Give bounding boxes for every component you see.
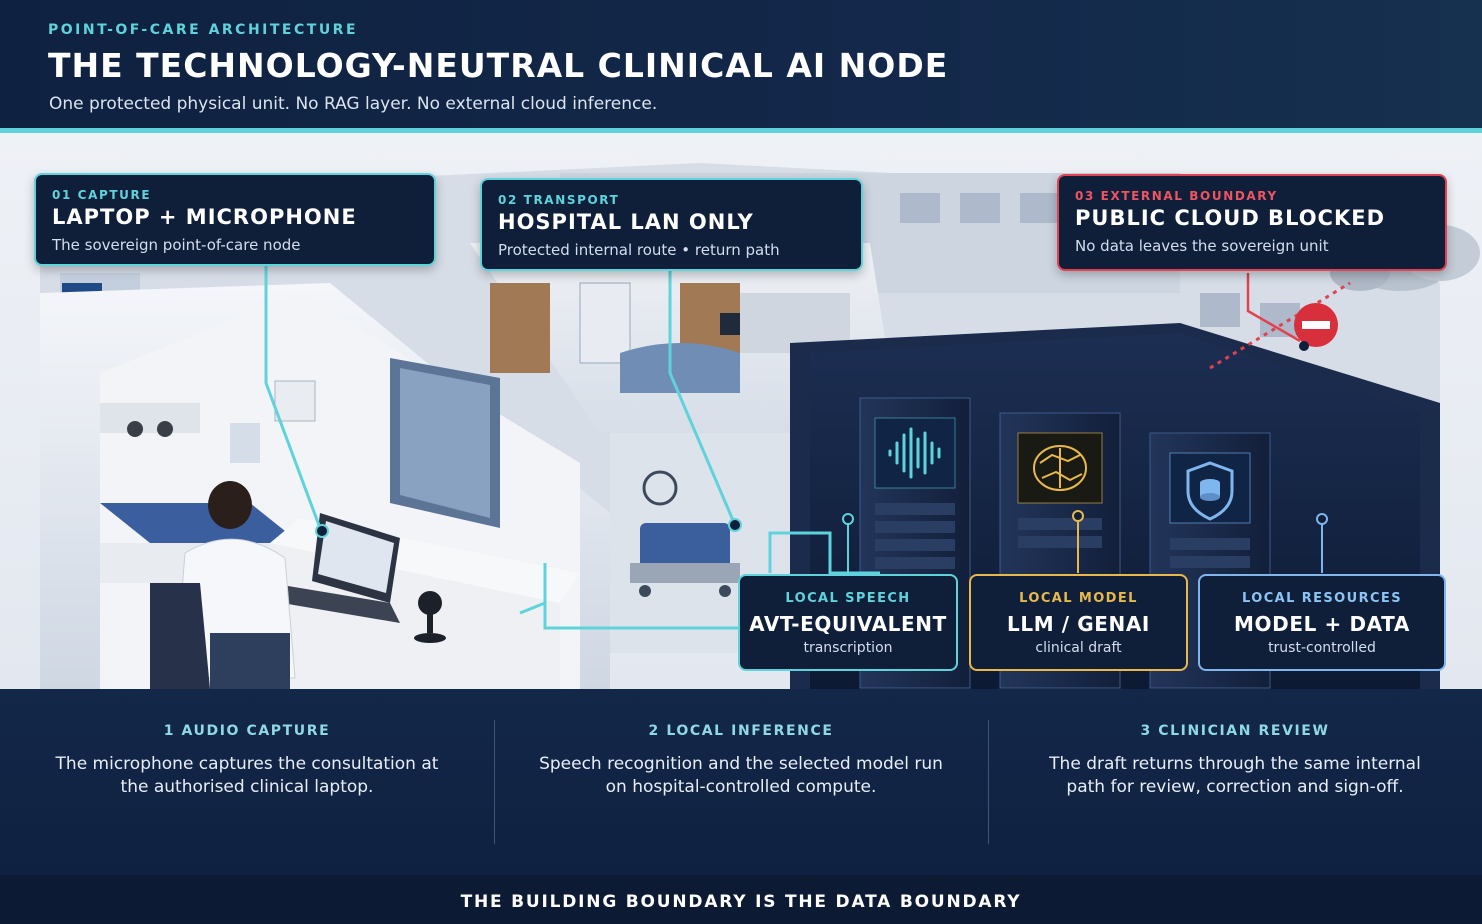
module-local-resources: LOCAL RESOURCES MODEL + DATA trust-contr… xyxy=(1198,574,1446,671)
step-title: 2 LOCAL INFERENCE xyxy=(648,723,834,739)
module-title: AVT-EQUIVALENT xyxy=(749,612,947,636)
page-subtitle: One protected physical unit. No RAG laye… xyxy=(49,94,658,114)
callout-number: 01 CAPTURE xyxy=(52,188,152,202)
eyebrow: POINT-OF-CARE ARCHITECTURE xyxy=(48,22,359,38)
step-body: The microphone captures the consultation… xyxy=(55,754,439,797)
blocked-route xyxy=(1209,281,1351,370)
step-body: Speech recognition and the selected mode… xyxy=(539,754,943,797)
step-title: 1 AUDIO CAPTURE xyxy=(163,723,331,739)
page-title: THE TECHNOLOGY-NEUTRAL CLINICAL AI NODE xyxy=(48,46,949,85)
callout-title: LAPTOP + MICROPHONE xyxy=(52,205,357,229)
module-local-speech: LOCAL SPEECH AVT-EQUIVALENT transcriptio… xyxy=(738,574,958,671)
module-label: LOCAL MODEL xyxy=(1019,591,1138,606)
callout-title: PUBLIC CLOUD BLOCKED xyxy=(1075,206,1386,230)
callout-description: The sovereign point-of-care node xyxy=(52,236,301,254)
footer-text: THE BUILDING BOUNDARY IS THE DATA BOUNDA… xyxy=(460,892,1022,912)
waveform-icon xyxy=(888,427,941,479)
consultation-room xyxy=(40,283,610,689)
header-rule xyxy=(0,128,1482,133)
step-body: The draft returns through the same inter… xyxy=(1049,754,1421,797)
neural-brain-icon xyxy=(1033,445,1087,491)
module-subtitle: clinical draft xyxy=(1035,640,1122,656)
step-title: 3 CLINICIAN REVIEW xyxy=(1140,723,1330,739)
lan-route xyxy=(264,266,880,630)
blocked-icon xyxy=(1294,303,1338,347)
module-subtitle: trust-controlled xyxy=(1268,640,1376,656)
module-local-model: LOCAL MODEL LLM / GENAI clinical draft xyxy=(969,574,1188,671)
callout-description: No data leaves the sovereign unit xyxy=(1075,237,1329,255)
step-divider xyxy=(988,720,989,844)
callout-number: 02 TRANSPORT xyxy=(498,193,620,207)
callout-transport: 02 TRANSPORT HOSPITAL LAN ONLY Protected… xyxy=(480,178,863,271)
callout-capture: 01 CAPTURE LAPTOP + MICROPHONE The sover… xyxy=(34,173,436,266)
callout-description: Protected internal route • return path xyxy=(498,241,780,259)
module-title: MODEL + DATA xyxy=(1234,612,1410,636)
step-clinician-review: 3 CLINICIAN REVIEW The draft returns thr… xyxy=(988,689,1482,875)
callout-external-boundary: 03 EXTERNAL BOUNDARY PUBLIC CLOUD BLOCKE… xyxy=(1057,174,1447,271)
footer-banner: THE BUILDING BOUNDARY IS THE DATA BOUNDA… xyxy=(0,875,1482,924)
module-label: LOCAL RESOURCES xyxy=(1242,591,1402,606)
shield-database-icon xyxy=(1186,461,1234,521)
callout-title: HOSPITAL LAN ONLY xyxy=(498,210,754,234)
module-label: LOCAL SPEECH xyxy=(785,591,911,606)
step-divider xyxy=(494,720,495,844)
step-audio-capture: 1 AUDIO CAPTURE The microphone captures … xyxy=(0,689,494,875)
step-local-inference: 2 LOCAL INFERENCE Speech recognition and… xyxy=(494,689,988,875)
callout-number: 03 EXTERNAL BOUNDARY xyxy=(1075,189,1278,203)
illustration: H xyxy=(0,133,1482,689)
module-title: LLM / GENAI xyxy=(1007,612,1150,636)
header: POINT-OF-CARE ARCHITECTURE THE TECHNOLOG… xyxy=(0,0,1482,130)
module-subtitle: transcription xyxy=(803,640,893,656)
process-steps: 1 AUDIO CAPTURE The microphone captures … xyxy=(0,689,1482,875)
